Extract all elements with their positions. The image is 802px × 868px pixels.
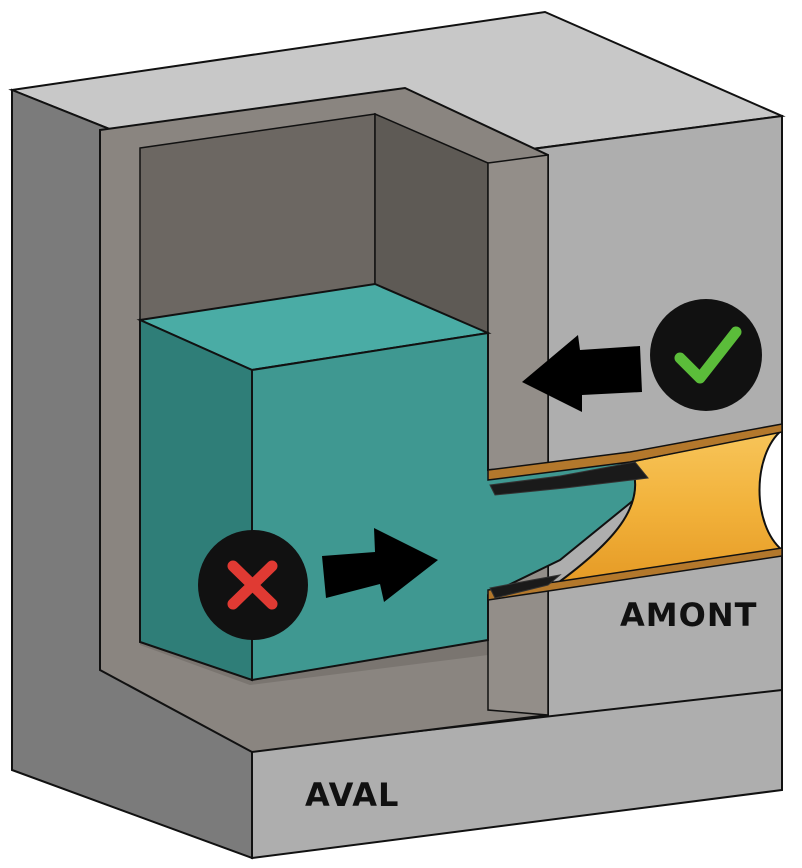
arrow-left-icon	[522, 335, 642, 412]
pipe	[487, 423, 783, 601]
check-badge	[650, 299, 762, 411]
downstream-label: AVAL	[305, 776, 399, 814]
cavity-inner-right-wall	[487, 154, 549, 716]
arrow-right-icon	[322, 528, 438, 602]
correct-flow-indicator	[522, 299, 762, 412]
upstream-label: AMONT	[620, 596, 757, 634]
incorrect-flow-indicator	[198, 528, 438, 640]
pipe-mouth	[758, 427, 783, 553]
water-front-face	[251, 331, 641, 682]
check-icon	[674, 326, 742, 384]
cross-icon	[227, 560, 278, 610]
